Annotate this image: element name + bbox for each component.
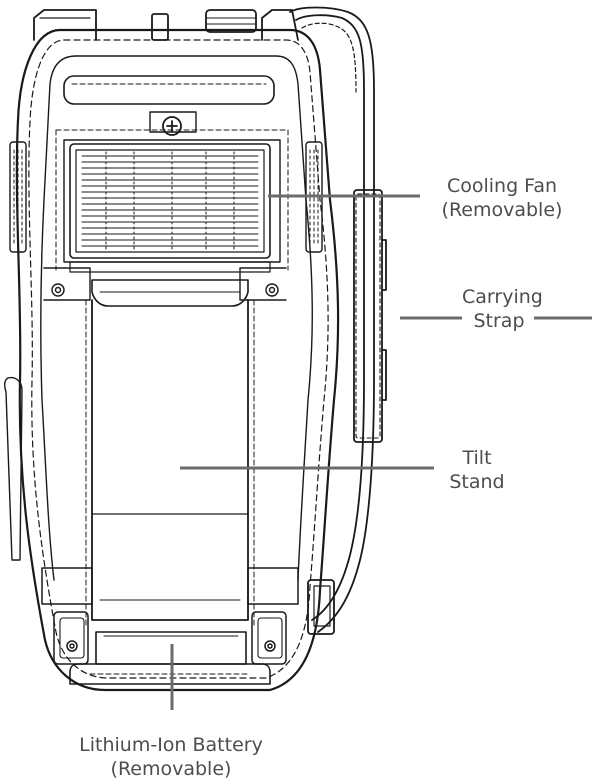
callout-battery-subtitle: (Removable) xyxy=(110,758,232,780)
fan-grille xyxy=(81,151,259,251)
callout-battery-title: Lithium-Ion Battery xyxy=(79,734,263,756)
callout-tilt-stand: Tilt Stand xyxy=(440,446,514,494)
side-grips xyxy=(3,141,323,561)
callout-cooling-fan-title: Cooling Fan xyxy=(446,175,558,197)
callout-tilt-stand-line2: Stand xyxy=(449,471,505,493)
callout-carrying-strap: Carrying Strap xyxy=(462,285,543,333)
top-connectors xyxy=(33,9,299,41)
callout-battery: Lithium-Ion Battery (Removable) xyxy=(56,733,286,781)
top-slot xyxy=(63,75,275,105)
cooling-fan xyxy=(55,111,289,273)
callout-tilt-stand-line1: Tilt xyxy=(462,447,492,469)
callout-cooling-fan-subtitle: (Removable) xyxy=(441,199,563,221)
battery-compartment xyxy=(69,631,271,685)
callout-cooling-fan: Cooling Fan (Removable) xyxy=(424,174,580,222)
leader-lines xyxy=(170,194,592,710)
mounting-screws xyxy=(43,267,287,301)
callout-carrying-strap-line2: Strap xyxy=(473,310,525,332)
carrying-strap xyxy=(289,6,387,635)
bottom-latches xyxy=(41,567,299,665)
body-outline xyxy=(15,28,340,692)
tilt-stand xyxy=(85,279,255,627)
callout-carrying-strap-line1: Carrying xyxy=(462,286,543,308)
